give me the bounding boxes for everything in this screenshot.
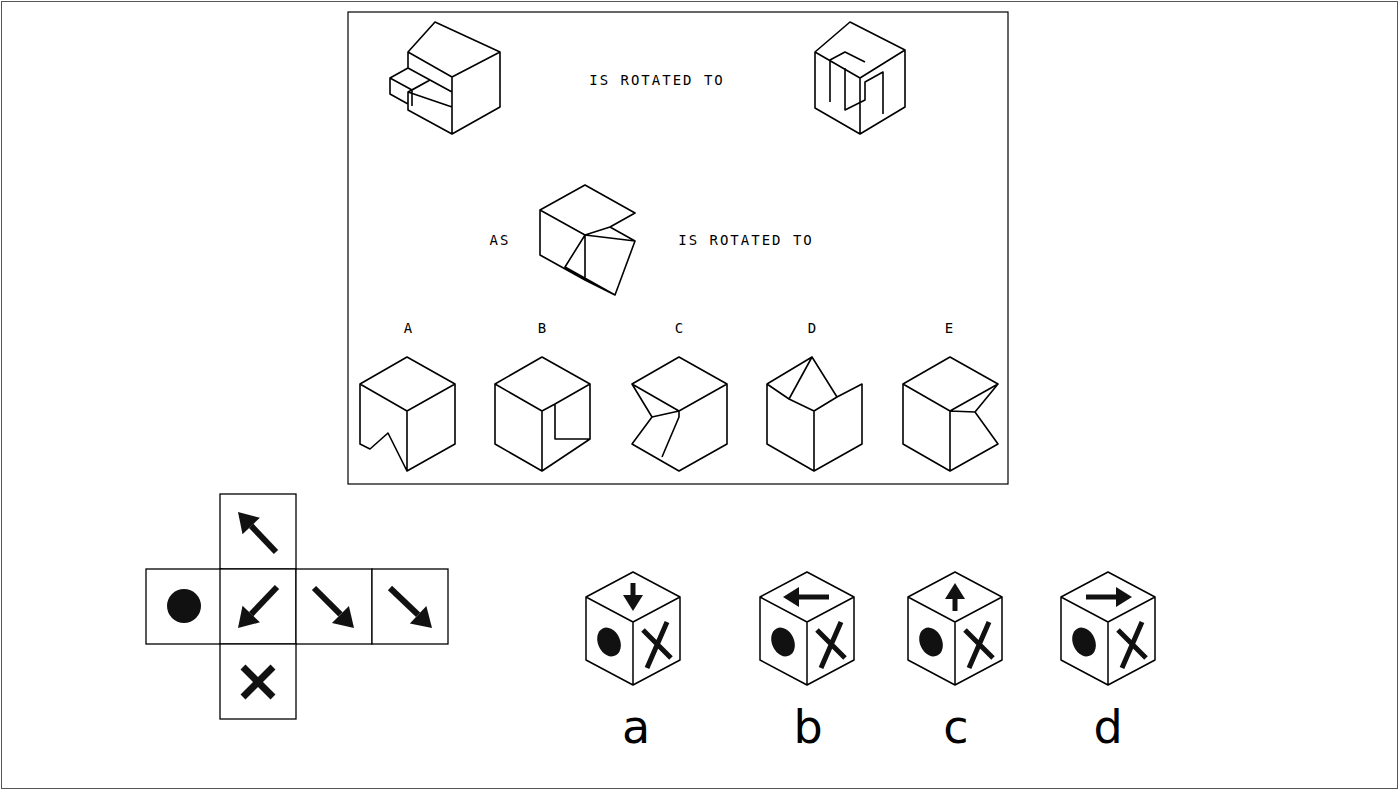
option-cube <box>632 357 727 471</box>
net-square <box>220 569 296 644</box>
dot-symbol <box>767 624 800 660</box>
cross-symbol <box>1118 622 1146 668</box>
option-letter: D <box>808 320 818 336</box>
arrow-symbol <box>314 588 354 628</box>
net-square <box>372 569 448 644</box>
net-square <box>220 644 296 719</box>
answer-letter: d <box>1093 700 1122 754</box>
cross-symbol <box>965 622 993 668</box>
arrow-symbol <box>945 583 965 611</box>
cross-symbol <box>643 622 671 668</box>
option-cube <box>495 357 590 471</box>
block-figure <box>390 22 500 134</box>
answer-cube <box>586 572 680 685</box>
answer-letter: c <box>943 700 968 754</box>
option-letter: A <box>404 320 414 336</box>
net-square <box>146 569 222 644</box>
dot-symbol <box>167 589 201 623</box>
answer-cube <box>908 572 1002 685</box>
arrow-symbol <box>783 587 829 607</box>
option-letter: B <box>538 320 548 336</box>
arrow-symbol <box>1086 587 1132 607</box>
option-letter: C <box>675 320 685 336</box>
arrow-symbol <box>623 583 643 611</box>
test-frame <box>348 12 1008 484</box>
instruction-text: IS ROTATED TO <box>589 72 725 88</box>
dot-symbol <box>593 624 626 660</box>
net-square <box>220 494 296 569</box>
instruction-text: IS ROTATED TO <box>678 232 814 248</box>
answer-letter: b <box>793 700 822 754</box>
cross-symbol <box>243 667 273 697</box>
answer-letter: a <box>622 700 650 754</box>
option-cube <box>767 357 862 471</box>
cross-symbol <box>817 622 845 668</box>
arrow-symbol <box>390 588 432 628</box>
arrow-symbol <box>238 512 276 552</box>
dot-symbol <box>1068 624 1101 660</box>
net-square <box>296 569 372 644</box>
block-figure <box>815 22 905 134</box>
option-letter: E <box>945 320 955 336</box>
arrow-symbol <box>238 587 277 628</box>
answer-cube <box>760 572 854 685</box>
cube-figure <box>540 185 635 295</box>
answer-cube <box>1061 572 1155 685</box>
option-cube <box>903 357 998 471</box>
dot-symbol <box>915 624 948 660</box>
option-cube <box>360 357 455 471</box>
instruction-text: AS <box>490 232 511 248</box>
